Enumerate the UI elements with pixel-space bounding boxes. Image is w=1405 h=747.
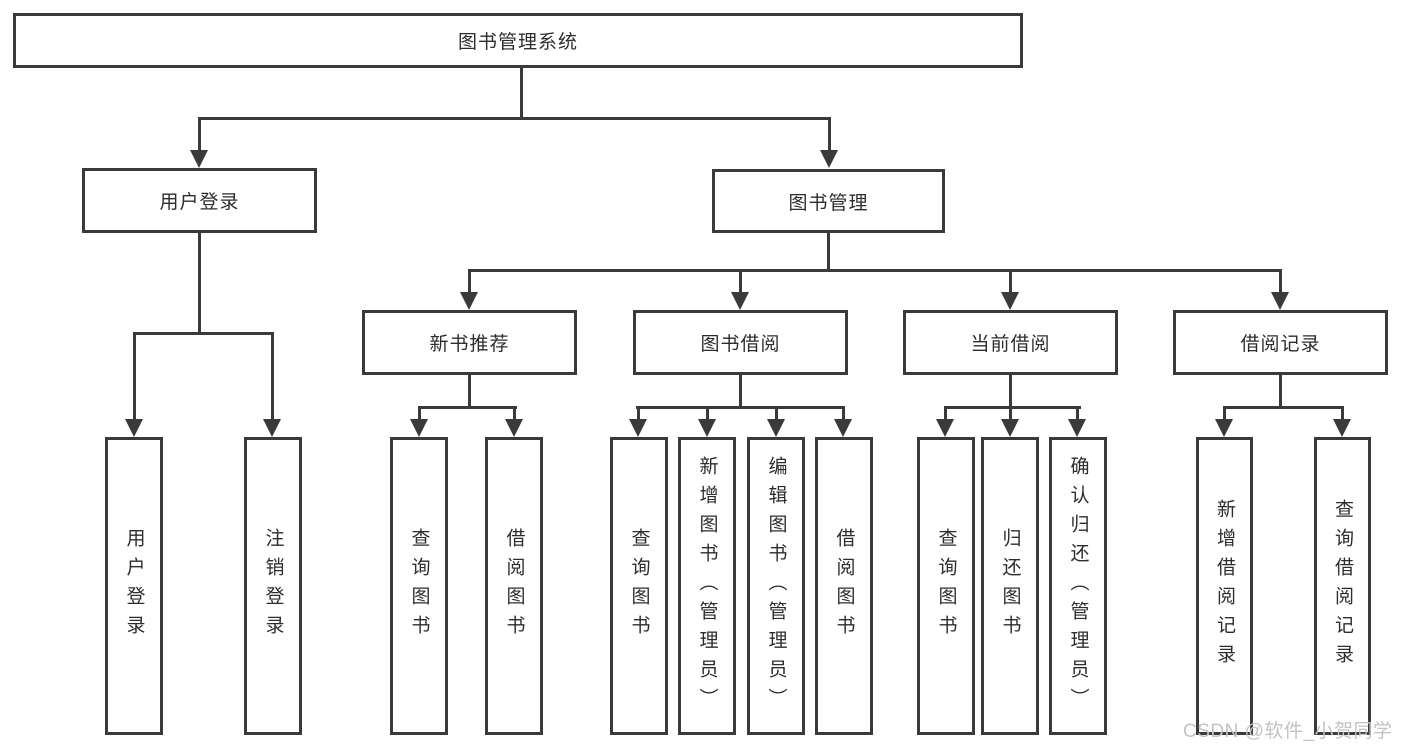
connector-line xyxy=(842,409,845,421)
arrowhead xyxy=(263,419,281,437)
leaf-logout: 注销登录 xyxy=(244,437,302,735)
connector-line xyxy=(271,335,274,421)
connector-line xyxy=(513,409,516,421)
leaf-cb-query-books: 查询图书 xyxy=(917,437,975,735)
connector-line xyxy=(1009,409,1012,421)
leaf-nbr-query-books: 查询图书 xyxy=(390,437,448,735)
arrowhead xyxy=(820,150,838,168)
connector-line xyxy=(637,409,640,421)
connector-line xyxy=(1009,375,1012,409)
connector-line xyxy=(828,120,831,152)
connector-line xyxy=(1223,409,1226,421)
leaf-bb-edit-books-admin: 编辑图书（管理员） xyxy=(747,437,805,735)
connector-line xyxy=(198,120,201,152)
leaf-user-login: 用户登录 xyxy=(105,437,163,735)
arrowhead xyxy=(505,419,523,437)
node-new-book-recommendation: 新书推荐 xyxy=(362,310,577,375)
leaf-nbr-borrow-books: 借阅图书 xyxy=(485,437,543,735)
connector-line xyxy=(1076,409,1079,421)
arrowhead xyxy=(460,292,478,310)
arrowhead xyxy=(936,419,954,437)
connector-line xyxy=(520,68,523,120)
node-current-borrowing: 当前借阅 xyxy=(903,310,1118,375)
connector-line xyxy=(706,409,709,421)
leaf-br-query-record: 查询借阅记录 xyxy=(1314,437,1371,735)
arrowhead xyxy=(698,419,716,437)
connector-line xyxy=(775,409,778,421)
connector-line xyxy=(1279,272,1282,294)
connector-line xyxy=(133,332,274,335)
connector-line xyxy=(198,233,201,335)
arrowhead xyxy=(1333,419,1351,437)
leaf-bb-borrow-books: 借阅图书 xyxy=(815,437,873,735)
connector-line xyxy=(827,233,830,272)
arrowhead xyxy=(125,419,143,437)
connector-line xyxy=(1279,375,1282,409)
connector-line xyxy=(739,375,742,409)
leaf-cb-confirm-return-admin: 确认归还（管理员） xyxy=(1049,437,1107,735)
arrowhead xyxy=(1001,292,1019,310)
node-book-borrowing: 图书借阅 xyxy=(633,310,848,375)
leaf-br-add-record: 新增借阅记录 xyxy=(1196,437,1253,735)
node-borrowing-records: 借阅记录 xyxy=(1173,310,1388,375)
node-user-login: 用户登录 xyxy=(82,168,317,233)
csdn-watermark: CSDN @软件_小贺同学 xyxy=(1183,721,1393,742)
connector-line xyxy=(468,272,471,294)
connector-line xyxy=(636,406,845,409)
arrowhead xyxy=(629,419,647,437)
arrowhead xyxy=(731,292,749,310)
connector-line xyxy=(468,375,471,409)
leaf-bb-add-books-admin: 新增图书（管理员） xyxy=(678,437,736,735)
connector-line xyxy=(418,406,517,409)
arrowhead xyxy=(1271,292,1289,310)
connector-line xyxy=(133,335,136,421)
arrowhead xyxy=(1068,419,1086,437)
arrowhead xyxy=(1001,419,1019,437)
arrowhead xyxy=(190,150,208,168)
connector-line xyxy=(944,406,1081,409)
connector-line xyxy=(1341,409,1344,421)
connector-line xyxy=(944,409,947,421)
arrowhead xyxy=(767,419,785,437)
leaf-cb-return-books: 归还图书 xyxy=(981,437,1039,735)
connector-line xyxy=(198,117,831,120)
connector-line xyxy=(1223,406,1344,409)
arrowhead xyxy=(834,419,852,437)
connector-line xyxy=(468,269,1282,272)
arrowhead xyxy=(410,419,428,437)
connector-line xyxy=(739,272,742,294)
connector-line xyxy=(1009,272,1012,294)
leaf-bb-query-books: 查询图书 xyxy=(610,437,668,735)
node-book-management: 图书管理 xyxy=(712,169,945,233)
connector-line xyxy=(418,409,421,421)
node-library-management-system: 图书管理系统 xyxy=(13,13,1023,68)
arrowhead xyxy=(1215,419,1233,437)
